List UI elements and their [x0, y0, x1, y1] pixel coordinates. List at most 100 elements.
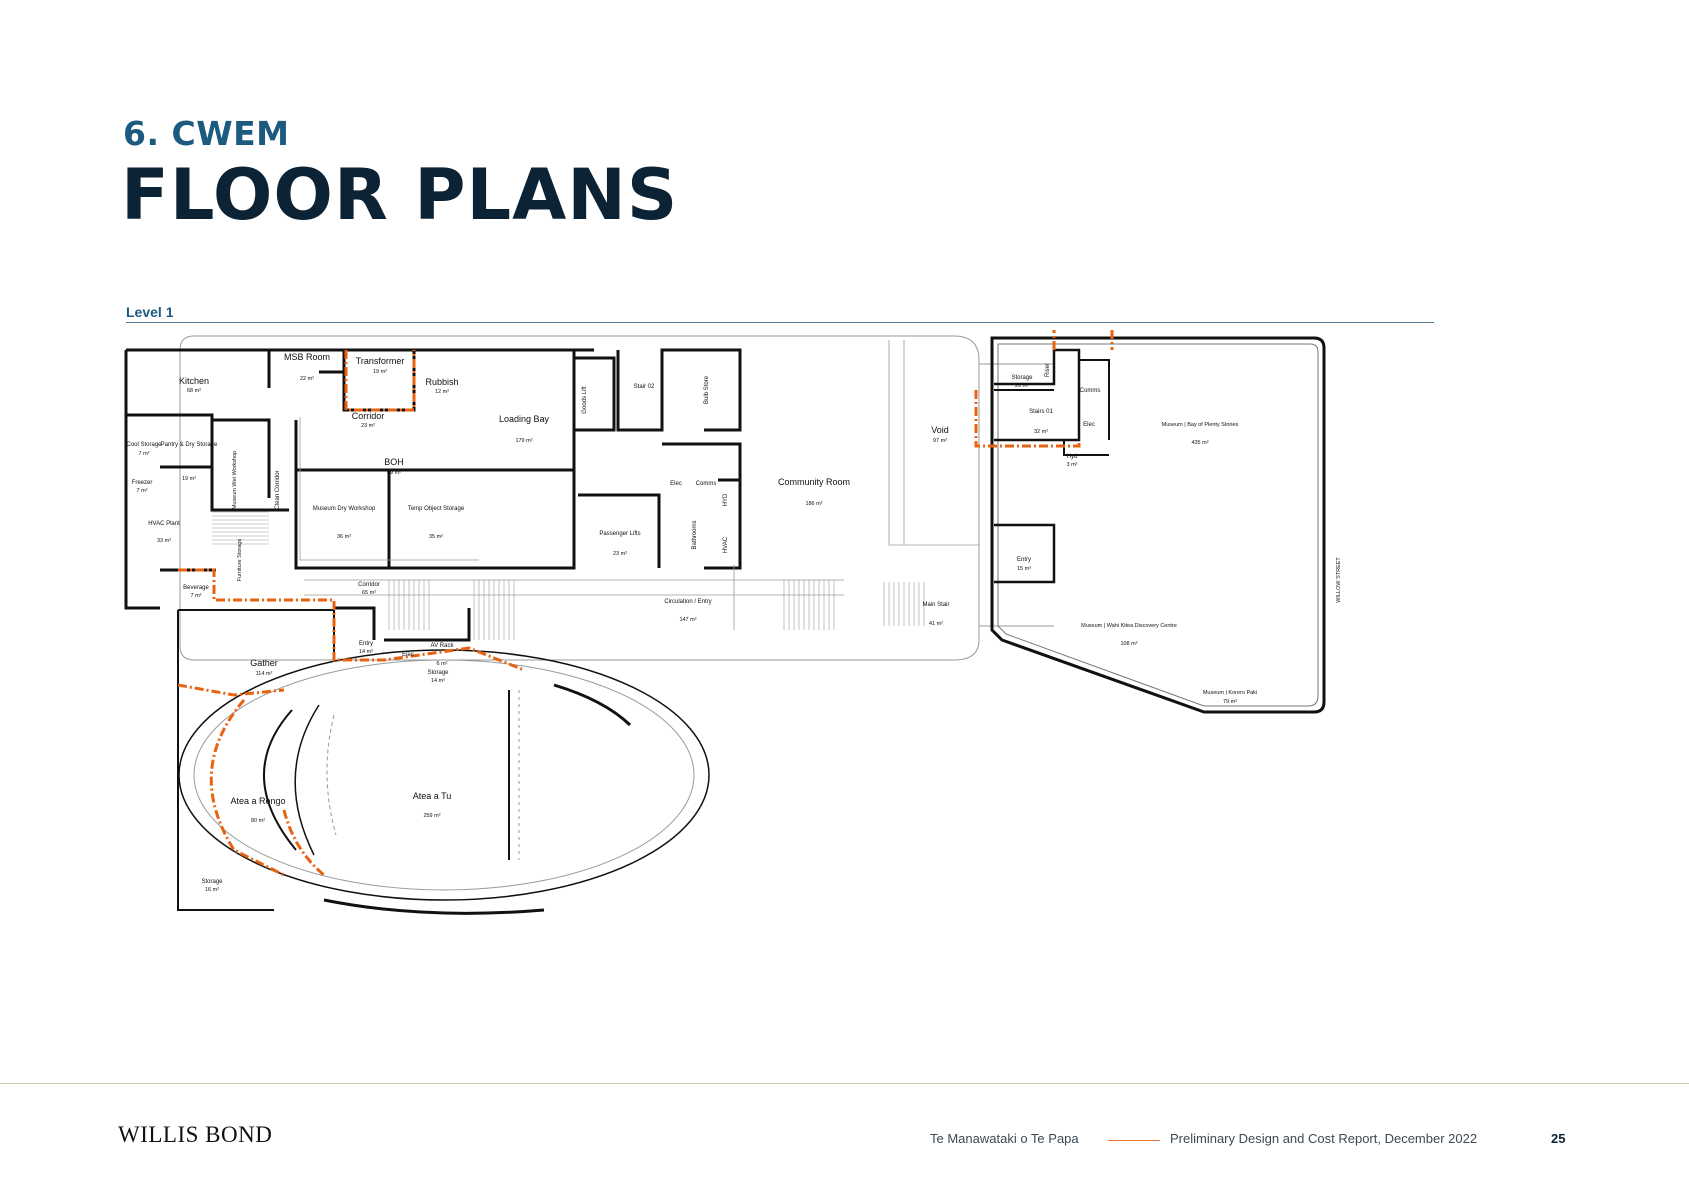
svg-text:20 m²: 20 m² — [1015, 383, 1029, 389]
room-dry-workshop-label: Museum Dry Workshop — [313, 506, 376, 512]
stair-hatching — [212, 511, 925, 640]
svg-text:19 m²: 19 m² — [373, 369, 387, 375]
room-elec2-label: Elec — [1083, 422, 1095, 428]
room-msb-label: MSB Room — [284, 352, 330, 362]
room-freezer-label: Freezer — [132, 480, 153, 486]
room-stair02-label: Stair 02 — [634, 384, 655, 390]
room-cool-storage-label: Cool Storage — [126, 442, 162, 448]
room-loading-bay-label: Loading Bay — [499, 414, 550, 424]
arc-walls — [323, 683, 632, 915]
room-corridor2-label: Corridor — [358, 582, 380, 588]
level-divider — [126, 322, 1434, 323]
room-comms2-label: Comms — [1080, 388, 1101, 394]
svg-text:16 m²: 16 m² — [205, 887, 219, 893]
svg-text:108 m²: 108 m² — [1120, 641, 1137, 647]
svg-text:15 m²: 15 m² — [1017, 566, 1031, 572]
svg-text:69 m²: 69 m² — [387, 470, 401, 476]
svg-text:14 m²: 14 m² — [431, 678, 445, 684]
room-storage3-label: Storage — [427, 670, 449, 676]
svg-text:186 m²: 186 m² — [805, 501, 822, 507]
svg-text:147 m²: 147 m² — [679, 617, 696, 623]
willow-street-label: WILLOW STREET — [1336, 557, 1342, 603]
room-elec-label: Elec — [670, 481, 682, 487]
room-temp-storage-label: Temp Object Storage — [408, 506, 465, 512]
internal-lines — [299, 340, 979, 630]
room-stairs01-label: Stairs 01 — [1029, 409, 1053, 415]
svg-text:36 m²: 36 m² — [337, 534, 351, 540]
svg-text:7 m²: 7 m² — [137, 488, 148, 494]
room-goods-lift-label: Goods Lift — [582, 386, 588, 414]
room-hvac-plant-label: HVAC Plant — [148, 521, 180, 527]
footer-divider — [0, 1083, 1689, 1084]
room-atea-tu-label: Atea a Tu — [413, 791, 452, 801]
svg-text:7 m²: 7 m² — [191, 593, 202, 599]
room-wet-workshop-label: Museum Wet Workshop — [232, 451, 238, 509]
room-hvac-label: HVAC — [723, 536, 729, 553]
svg-text:179 m²: 179 m² — [515, 438, 532, 444]
room-passenger-lifts-label: Passenger Lifts — [599, 531, 640, 537]
page-number: 25 — [1551, 1131, 1566, 1146]
svg-text:19 m²: 19 m² — [182, 476, 196, 482]
room-hyd2-label: Hyd — [1067, 454, 1078, 460]
room-bathrooms-label: Bathrooms — [692, 520, 698, 549]
room-korero-paki-label: Museum | Korero Paki — [1203, 690, 1257, 696]
room-rubbish-label: Rubbish — [425, 377, 458, 387]
room-main-stair-label: Main Stair — [922, 602, 949, 608]
room-circulation-label: Circulation / Entry — [664, 599, 711, 605]
svg-text:68 m²: 68 m² — [187, 388, 201, 394]
svg-text:3 m²: 3 m² — [1067, 462, 1078, 468]
floor-plan: Kitchen 68 m² MSB Room 22 m² Transformer… — [124, 330, 1342, 915]
room-hyd-label: HYD — [723, 493, 729, 506]
svg-text:97 m²: 97 m² — [933, 438, 947, 444]
svg-text:23 m²: 23 m² — [361, 423, 375, 429]
svg-text:41 m²: 41 m² — [929, 621, 943, 627]
highlight-walls — [177, 330, 1114, 877]
svg-text:435 m²: 435 m² — [1191, 440, 1208, 446]
room-transformer-label: Transformer — [356, 356, 405, 366]
svg-text:65 m²: 65 m² — [362, 590, 376, 596]
room-kitchen-label: Kitchen — [179, 376, 209, 386]
svg-text:259 m²: 259 m² — [423, 813, 440, 819]
svg-text:32 m²: 32 m² — [1034, 429, 1048, 435]
room-entry2-label: Entry — [359, 641, 373, 647]
room-comms-label: Comms — [696, 481, 717, 487]
room-clean-corridor-label: Clean Corridor — [275, 470, 281, 509]
room-bulb-store-label: Bulb Store — [704, 375, 710, 404]
room-gather-label: Gather — [250, 658, 278, 668]
svg-text:14 m²: 14 m² — [359, 649, 373, 655]
building-walls — [124, 348, 742, 642]
svg-text:79 m²: 79 m² — [1223, 699, 1237, 705]
room-community-label: Community Room — [778, 477, 850, 487]
footer-project: Te Manawataki o Te Papa — [930, 1131, 1079, 1146]
room-labels: Kitchen 68 m² MSB Room 22 m² Transformer… — [126, 352, 1342, 893]
svg-text:80 m²: 80 m² — [251, 818, 265, 824]
svg-text:12 m²: 12 m² — [435, 389, 449, 395]
room-elec3-label: Elec — [402, 652, 414, 658]
footer-report: Preliminary Design and Cost Report, Dece… — [1170, 1131, 1478, 1146]
svg-text:33 m²: 33 m² — [157, 538, 171, 544]
atea-chamber — [177, 609, 710, 911]
room-storage-museum-label: Storage — [1011, 375, 1033, 381]
footer-accent-line — [1108, 1140, 1160, 1141]
room-entry-museum-label: Entry — [1017, 557, 1031, 563]
svg-text:7 m²: 7 m² — [139, 451, 150, 457]
svg-text:22 m²: 22 m² — [300, 376, 314, 382]
room-void-label: Void — [931, 425, 949, 435]
room-bay-of-plenty-label: Museum | Bay of Plenty Stories — [1162, 422, 1239, 428]
museum-block — [990, 336, 1326, 714]
svg-text:35 m²: 35 m² — [429, 534, 443, 540]
room-wahi-kitea-label: Museum | Wahi Kitea Discovery Centre — [1081, 623, 1177, 629]
willis-bond-logo: WILLIS BOND — [118, 1122, 273, 1147]
room-corridor-label: Corridor — [352, 411, 385, 421]
room-beverage-label: Beverage — [183, 585, 209, 591]
room-storage4-label: Storage — [201, 879, 223, 885]
room-av-rack-label: AV Rack — [431, 643, 455, 649]
section-number: 6. CWEM — [123, 114, 290, 153]
level-label: Level 1 — [126, 304, 174, 320]
room-furniture-storage-label: Furniture Storage — [237, 539, 243, 582]
room-riser-label: Riser — [1045, 363, 1051, 377]
room-pantry-label: Pantry & Dry Storage — [161, 442, 218, 448]
svg-text:114 m²: 114 m² — [256, 671, 273, 677]
room-atea-rongo-label: Atea a Rongo — [230, 796, 285, 806]
svg-text:6 m²: 6 m² — [437, 661, 448, 667]
